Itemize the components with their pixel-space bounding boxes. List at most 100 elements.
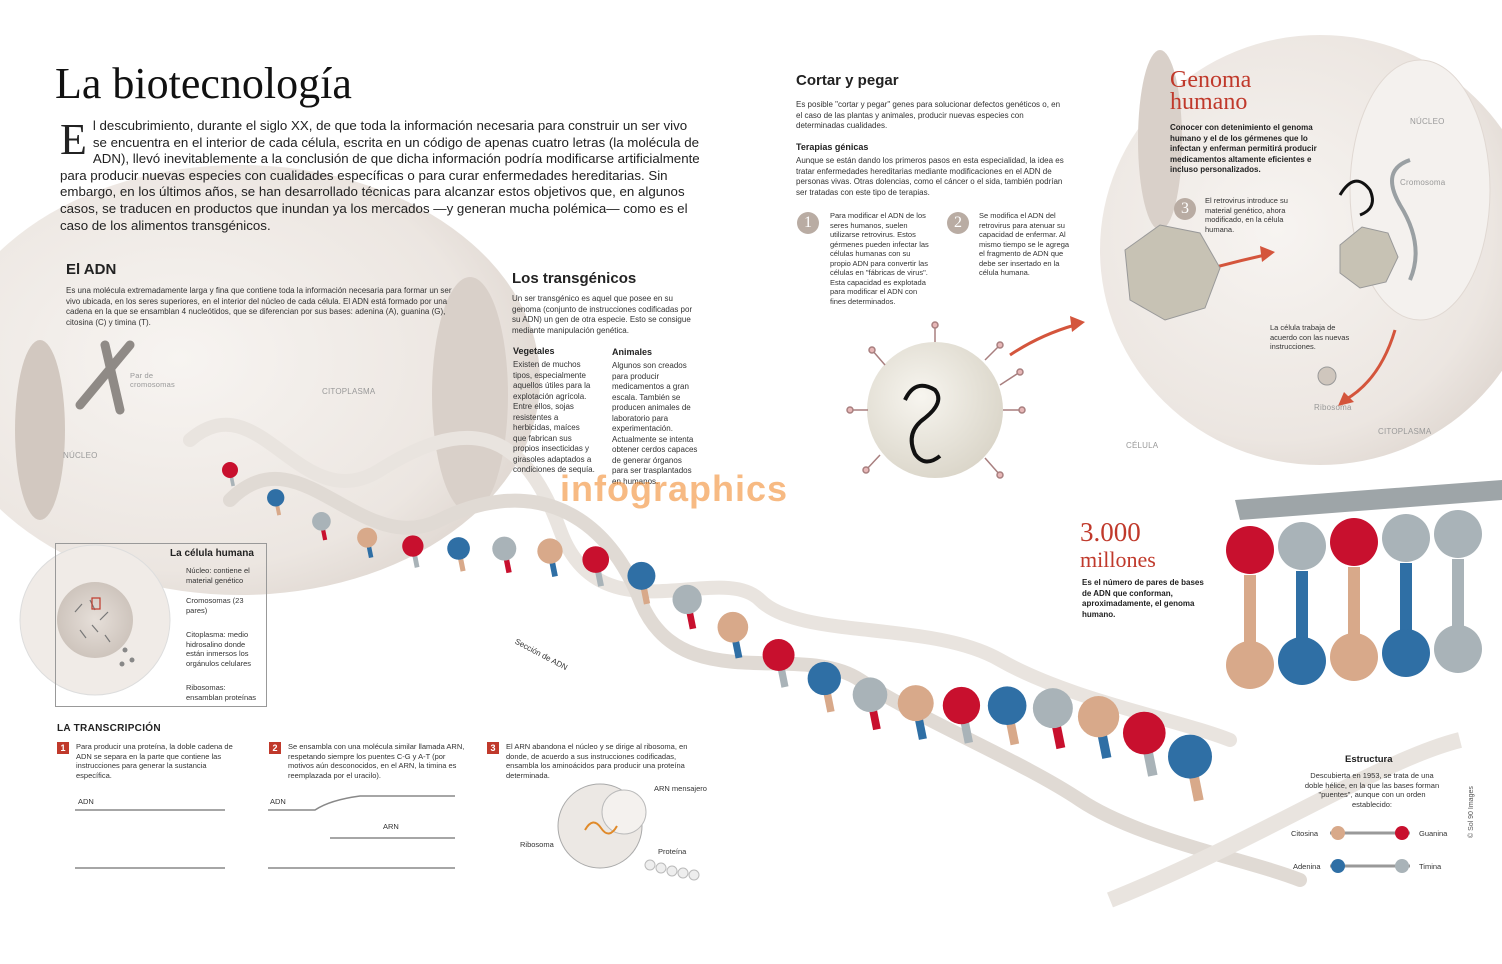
nucleotide-base: [582, 546, 610, 573]
nucleotide-base: [312, 511, 331, 531]
nucleotide-base: [267, 489, 285, 507]
nucleotide-base: [762, 639, 795, 672]
ladder-base-top: [1278, 522, 1326, 570]
transgenicos-title: Los transgénicos: [512, 270, 637, 287]
ladder-base-bottom: [1330, 633, 1378, 681]
dna-helix: [183, 418, 1307, 887]
millones-text: Es el número de pares de bases de ADN qu…: [1082, 578, 1204, 619]
intro-paragraph: E l descubrimiento, durante el siglo XX,…: [60, 118, 700, 234]
transgenicos-text: Un ser transgénico es aquel que posee en…: [512, 294, 693, 335]
citosina-label: Citosina: [1291, 829, 1319, 838]
cortar-text: Es posible "cortar y pegar" genes para s…: [796, 100, 1061, 130]
celula-item-ribosomas: Ribosomas: ensamblan proteínas: [186, 683, 257, 702]
transcripcion-step2-badge: 2: [269, 742, 281, 754]
nucleotide-base: [447, 537, 470, 560]
citoplasma-label: CITOPLASMA: [322, 387, 376, 396]
genoma-title-1: Genoma: [1170, 67, 1252, 93]
genoma-text: Conocer con detenimiento el genoma human…: [1170, 123, 1317, 174]
nucleotide-base: [1077, 696, 1120, 738]
step3-text: El retrovirus introduce su material gené…: [1205, 196, 1288, 234]
celula-humana-box: [55, 543, 267, 707]
ribosoma-label: Ribosoma: [520, 840, 554, 849]
celula-humana-title: La célula humana: [170, 548, 254, 559]
adn-text: Es una molécula extremadamente larga y f…: [66, 286, 452, 327]
terapias-title: Terapias génicas: [796, 142, 869, 152]
genoma-ribosoma-label: Ribosoma: [1314, 403, 1352, 412]
adenina-timina-pair: [1330, 859, 1410, 873]
nucleotide-base: [402, 535, 424, 557]
vegetales-title: Vegetales: [513, 346, 555, 356]
celula-item-citoplasma: Citoplasma: medio hidrosalino donde está…: [186, 630, 252, 668]
intro-text: l descubrimiento, durante el siglo XX, d…: [60, 118, 700, 233]
ladder-bond: [1452, 559, 1464, 629]
left-cell: [0, 165, 540, 595]
chromosome-pair: [75, 340, 135, 415]
ribosome-icon: [557, 783, 647, 869]
millones-number: 3.000: [1080, 517, 1141, 547]
transcripcion-step1-text: Para producir una proteína, la doble cad…: [76, 742, 233, 780]
ladder-base-top: [1382, 514, 1430, 562]
arn-label: ARN: [383, 822, 399, 831]
transcripcion-step2-text: Se ensambla con una molécula similar lla…: [288, 742, 465, 780]
millones-word: millones: [1080, 547, 1156, 572]
genoma-nucleo-label: NÚCLEO: [1410, 117, 1445, 126]
animales-text: Algunos son creados para producir medica…: [612, 361, 698, 486]
cortar-title: Cortar y pegar: [796, 72, 899, 89]
celula-item-nucleo: Núcleo: contiene el material genético: [186, 566, 250, 585]
modified-virus: [1124, 158, 1418, 386]
ladder-base-bottom: [1278, 637, 1326, 685]
nucleotide-base: [492, 536, 517, 561]
par-label: Par de cromosomas: [130, 371, 175, 389]
arn-mensajero-label: ARN mensajero: [654, 784, 707, 793]
ladder-base-top: [1226, 526, 1274, 574]
nucleotide-base: [852, 677, 888, 713]
nucleo-label: NÚCLEO: [63, 451, 98, 460]
nucleotide-base: [627, 561, 656, 590]
nucleotide-base: [537, 538, 563, 564]
nucleotide-base: [807, 661, 841, 696]
transcripcion-step3-badge: 3: [487, 742, 499, 754]
citosina-guanina-pair: [1330, 826, 1410, 840]
nucleotide-base: [672, 584, 702, 615]
estructura-text: Descubierta en 1953, se trata de una dob…: [1304, 771, 1440, 809]
transcripcion-step1-badge: 1: [57, 742, 69, 754]
ladder-base-bottom: [1226, 641, 1274, 689]
step1-text: Para modificar el ADN de los seres human…: [830, 211, 929, 306]
genoma-title-2: humano: [1170, 89, 1248, 115]
trabaja-text: La célula trabaja de acuerdo con las nue…: [1270, 323, 1350, 351]
small-cell: [19, 544, 171, 696]
step3-badge: 3: [1174, 198, 1196, 220]
credit: © Sol 90 Images: [1468, 786, 1475, 838]
intro-dropcap: E: [60, 115, 87, 164]
adn1-label: ADN: [78, 797, 94, 806]
nucleotide-base: [897, 685, 934, 722]
nucleotide-base: [987, 686, 1027, 726]
ladder-base-bottom: [1434, 625, 1482, 673]
page-title: La biotecnología: [55, 59, 352, 108]
genoma-cromosoma-label: Cromosoma: [1400, 178, 1446, 187]
proteina-label: Proteína: [658, 847, 687, 856]
step2-text: Se modifica el ADN del retrovirus para a…: [979, 211, 1070, 277]
ladder-base-top: [1330, 518, 1378, 566]
nucleotide-base: [1168, 734, 1212, 779]
ladder-base-bottom: [1382, 629, 1430, 677]
step1-badge: 1: [797, 212, 819, 234]
transcripcion-title: LA TRANSCRIPCIÓN: [57, 723, 161, 734]
watermark: infographics: [560, 468, 789, 509]
protein-chain: [644, 859, 700, 881]
nucleotide-base: [1122, 711, 1166, 755]
nucleotide-base: [357, 527, 378, 548]
nucleotide-base: [942, 686, 981, 725]
nucleotide-base: [1032, 688, 1073, 729]
genoma-citoplasma-label: CITOPLASMA: [1378, 427, 1432, 436]
ladder-bond: [1244, 575, 1256, 645]
ladder-bond: [1400, 563, 1412, 633]
structure-ladder: [1107, 480, 1502, 908]
right-cell: [1100, 35, 1502, 465]
nucleotide-base: [717, 611, 749, 643]
genoma-celula-label: CÉLULA: [1126, 441, 1159, 450]
